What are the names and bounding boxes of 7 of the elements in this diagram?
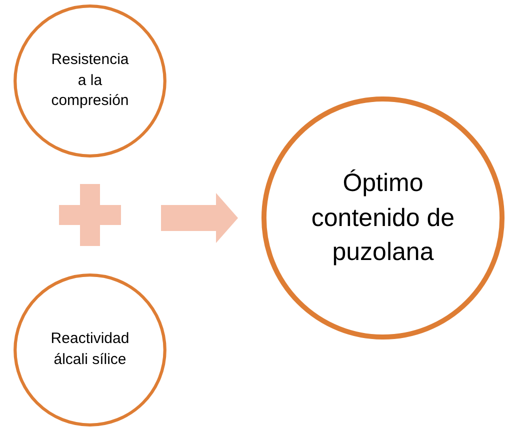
circle-node bbox=[12, 3, 168, 159]
node-label: Resistencia a la compresión bbox=[50, 50, 130, 112]
block-arrow bbox=[161, 193, 238, 243]
node-label: Reactividad álcali sílice bbox=[50, 329, 130, 370]
node-label: Óptimo contenido de puzolana bbox=[310, 168, 456, 268]
plus-sign bbox=[59, 184, 121, 246]
circle-node bbox=[12, 272, 168, 428]
